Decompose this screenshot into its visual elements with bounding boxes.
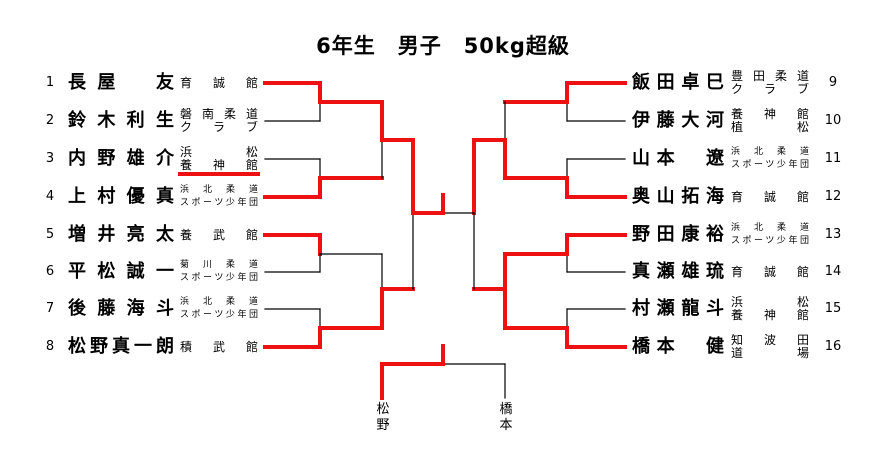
player-name: 真瀬雄琉: [632, 261, 724, 282]
final-left-name: 松野: [376, 402, 390, 433]
club-line-2: スポーツ少年団: [731, 236, 809, 246]
club-name: 浜 松養神館: [731, 296, 809, 322]
club-name: 豊田柔道クラブ: [731, 70, 809, 96]
entry-number: 6: [45, 264, 55, 279]
club-name: 浜 松養神館: [180, 146, 258, 172]
entry-number: 8: [45, 339, 55, 354]
player-name: 山本 遼: [632, 148, 724, 169]
club-name: 浜北柔道スポーツ少年団: [180, 184, 258, 210]
player-name: 増井亮太: [68, 224, 174, 245]
club-name: 浜北柔道スポーツ少年団: [731, 222, 809, 248]
club-line-1: 積武館: [180, 340, 258, 354]
club-name: 浜北柔道スポーツ少年団: [731, 146, 809, 172]
club-name: 育誠館: [731, 259, 809, 285]
club-line-1: 育誠館: [731, 190, 809, 204]
club-line-2: スポーツ少年団: [180, 198, 258, 208]
club-name: 育誠館: [180, 70, 258, 96]
club-line-1: 磐南柔道: [180, 108, 258, 121]
club-name: 養武館: [180, 222, 258, 248]
player-name: 平松誠一: [68, 261, 174, 282]
player-name: 飯田卓巳: [632, 72, 724, 93]
entry-number: 16: [824, 339, 842, 354]
player-name: 長屋 友: [68, 72, 174, 93]
club-line-1: 浜北柔道: [731, 223, 809, 233]
player-name: 内野雄介: [68, 148, 174, 169]
club-line-2: スポーツ少年団: [180, 273, 258, 283]
player-name: 村瀬龍斗: [632, 298, 724, 319]
player-name: 松野真一朗: [68, 336, 174, 357]
club-line-1: 育誠館: [180, 76, 258, 90]
entry-number: 10: [824, 113, 842, 128]
club-name: 菊川柔道スポーツ少年団: [180, 259, 258, 285]
club-line-2: 道 場: [731, 347, 809, 360]
club-name: 積武館: [180, 334, 258, 360]
final-right-name: 橋本: [499, 402, 513, 433]
club-name: 養神館植松: [731, 108, 809, 134]
entry-number: 2: [45, 113, 55, 128]
player-name: 伊藤大河: [632, 110, 724, 131]
club-line-1: 知波田: [731, 334, 809, 347]
club-line-2: クラブ: [180, 121, 258, 134]
page-title: 6年生 男子 50kg超級: [316, 34, 570, 58]
club-line-2: スポーツ少年団: [180, 310, 258, 320]
entry-number: 9: [828, 75, 838, 90]
club-name: 磐南柔道クラブ: [180, 108, 258, 134]
club-line-2: 植松: [731, 121, 809, 134]
entry-number: 1: [45, 75, 55, 90]
entry-number: 3: [45, 151, 55, 166]
player-name: 橋本 健: [632, 336, 724, 357]
entry-number: 4: [45, 189, 55, 204]
entry-number: 12: [824, 189, 842, 204]
club-line-1: 浜北柔道: [731, 147, 809, 157]
entry-number: 7: [45, 301, 55, 316]
club-line-1: 浜 松: [731, 296, 809, 309]
club-line-1: 豊田柔道: [731, 70, 809, 83]
player-name: 野田康裕: [632, 224, 724, 245]
club-line-1: 育誠館: [731, 265, 809, 279]
club-line-1: 浜北柔道: [180, 185, 258, 195]
club-line-1: 養神館: [731, 108, 809, 121]
player-name: 上村優真: [68, 186, 174, 207]
club-line-1: 菊川柔道: [180, 260, 258, 270]
club-name: 知波田道 場: [731, 334, 809, 360]
player-name: 奥山拓海: [632, 186, 724, 207]
entry-number: 14: [824, 264, 842, 279]
club-name: 浜北柔道スポーツ少年団: [180, 296, 258, 322]
club-line-1: 浜北柔道: [180, 297, 258, 307]
entry-number: 13: [824, 227, 842, 242]
entry-number: 15: [824, 301, 842, 316]
player-name: 鈴木利生: [68, 110, 174, 131]
club-name: 育誠館: [731, 184, 809, 210]
club-line-2: 養神館: [180, 159, 258, 172]
club-line-1: 浜 松: [180, 146, 258, 159]
club-line-2: 養神館: [731, 309, 809, 322]
entry-number: 11: [824, 151, 842, 166]
player-name: 後藤海斗: [68, 298, 174, 319]
club-line-2: クラブ: [731, 83, 809, 96]
club-line-1: 養武館: [180, 228, 258, 242]
entry-number: 5: [45, 227, 55, 242]
club-line-2: スポーツ少年団: [731, 160, 809, 170]
